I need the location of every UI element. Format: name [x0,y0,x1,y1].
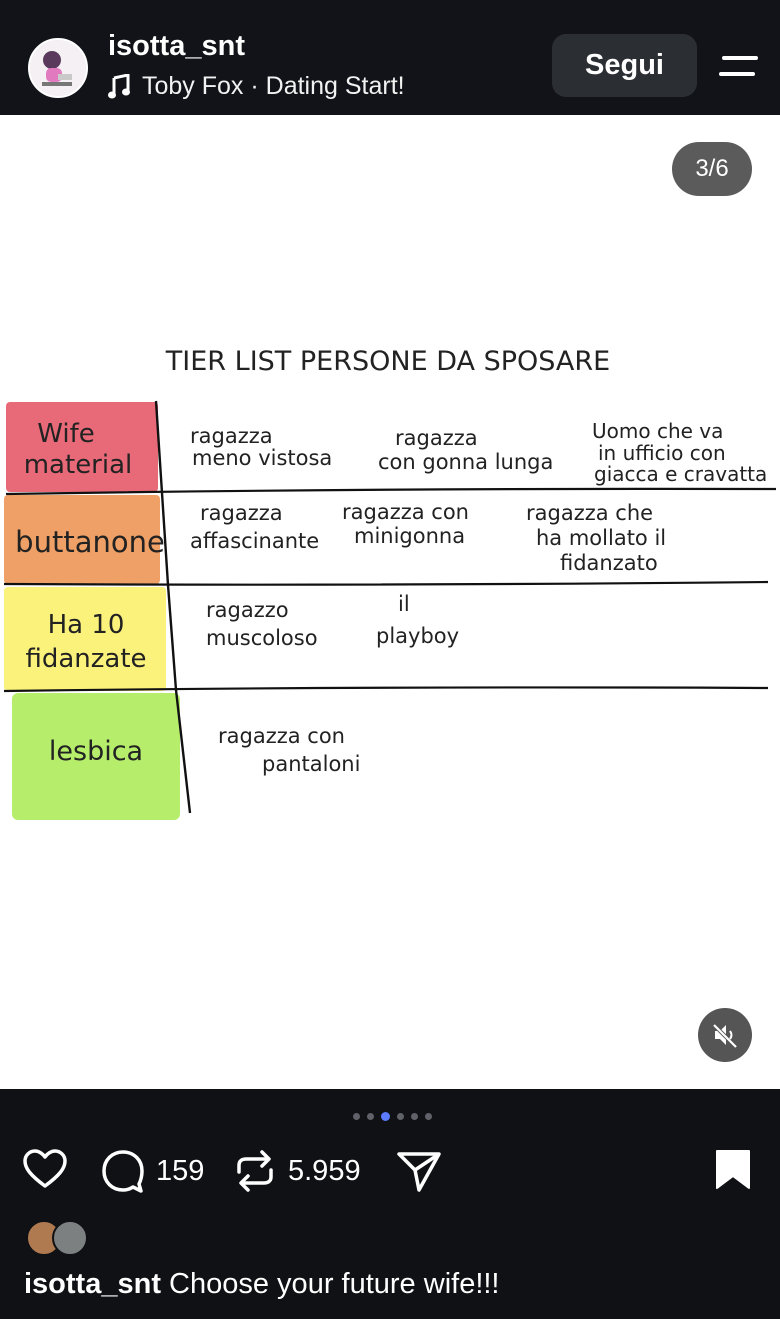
music-label: Toby Fox · Dating Start! [142,72,405,100]
post-caption: isotta_snt Choose your future wife!!! [24,1268,500,1301]
save-button[interactable] [714,1148,752,1190]
tier-2-item-3-line-3: fidanzato [560,551,658,575]
repost-button[interactable]: 5.959 [232,1148,361,1194]
mute-button[interactable] [698,1008,752,1062]
avatar[interactable] [28,38,88,98]
tier-3-item-1-line-2: muscoloso [206,626,318,650]
tier-1-label-line-2: material [24,450,133,480]
repost-icon [237,1150,273,1192]
tier-2-item-2-line-2: minigonna [354,524,465,548]
like-button[interactable] [22,1148,68,1190]
share-button[interactable] [396,1148,442,1194]
tier-1-item-2-line-2: con gonna lunga [378,450,553,474]
liked-by-avatars[interactable] [26,1220,106,1256]
tier-3-item-2-line-2: playboy [376,624,459,648]
repost-count: 5.959 [288,1154,361,1187]
tier-2-label: buttanone [15,525,165,559]
carousel-dot[interactable] [353,1113,360,1120]
comment-icon [102,1150,144,1193]
tier-1-item-3-line-1: Uomo che va [592,419,723,443]
username[interactable]: isotta_snt [108,30,245,62]
carousel-dot[interactable] [397,1113,404,1120]
comment-count: 159 [156,1154,205,1187]
follow-button[interactable]: Segui [552,34,697,97]
carousel-dot[interactable] [425,1113,432,1120]
bookmark-icon [716,1150,750,1189]
tier-3-item-1-line-1: ragazzo [206,598,289,622]
carousel-dots [353,1112,432,1121]
music-info[interactable]: Toby Fox · Dating Start! [108,72,405,101]
tier-box-4 [12,693,180,820]
tier-2-item-2-line-1: ragazza con [342,500,469,524]
caption-username[interactable]: isotta_snt [24,1268,161,1300]
tier-list-title: TIER LIST PERSONE DA SPOSARE [165,346,610,377]
tier-2-item-1-line-1: ragazza [200,501,283,525]
carousel-dot[interactable] [411,1113,418,1120]
carousel-counter: 3/6 [672,142,752,196]
tier-1-label-line-1: Wife [37,419,95,449]
tier-2-item-1-line-2: affascinante [190,529,319,553]
menu-icon[interactable] [718,52,760,82]
tier-box-1 [6,402,158,492]
tier-3-label-line-2: fidanzate [25,644,146,674]
tier-box-3 [4,587,166,691]
speaker-muted-icon [712,1023,738,1049]
post-header: isotta_snt Toby Fox · Dating Start! Segu… [0,0,780,115]
tier-1-item-3-line-3: giacca e cravatta [594,462,767,486]
tier-1-item-2-line-1: ragazza [395,426,478,450]
tier-1-item-1-line-1: ragazza [190,424,273,448]
tier-4-item-1-line-1: ragazza con [218,724,345,748]
comment-button[interactable]: 159 [100,1148,204,1194]
action-bar: 159 5.959 [22,1148,762,1196]
heart-icon [23,1149,67,1188]
tier-2-item-3-line-1: ragazza che [526,501,653,525]
carousel-dot-active[interactable] [381,1112,390,1121]
caption-text: Choose your future wife!!! [169,1268,500,1300]
send-icon [397,1152,441,1192]
tier-3-item-2-line-1: il [398,592,410,616]
tier-1-item-1-line-2: meno vistosa [192,446,332,470]
tier-2-item-3-line-2: ha mollato il [536,526,666,550]
tier-1-item-3-line-2: in ufficio con [598,441,726,465]
tier-3-label-line-1: Ha 10 [48,610,125,640]
tier-list-drawing: TIER LIST PERSONE DA SPOSARE Wife materi… [3,346,777,820]
tier-box-2 [4,495,160,584]
tier-4-item-1-line-2: pantaloni [262,752,360,776]
tier-4-label: lesbica [49,736,143,767]
carousel-dot[interactable] [367,1113,374,1120]
post-image[interactable]: TIER LIST PERSONE DA SPOSARE Wife materi… [0,115,780,1089]
music-note-icon [108,73,130,98]
avatar[interactable] [52,1220,88,1256]
